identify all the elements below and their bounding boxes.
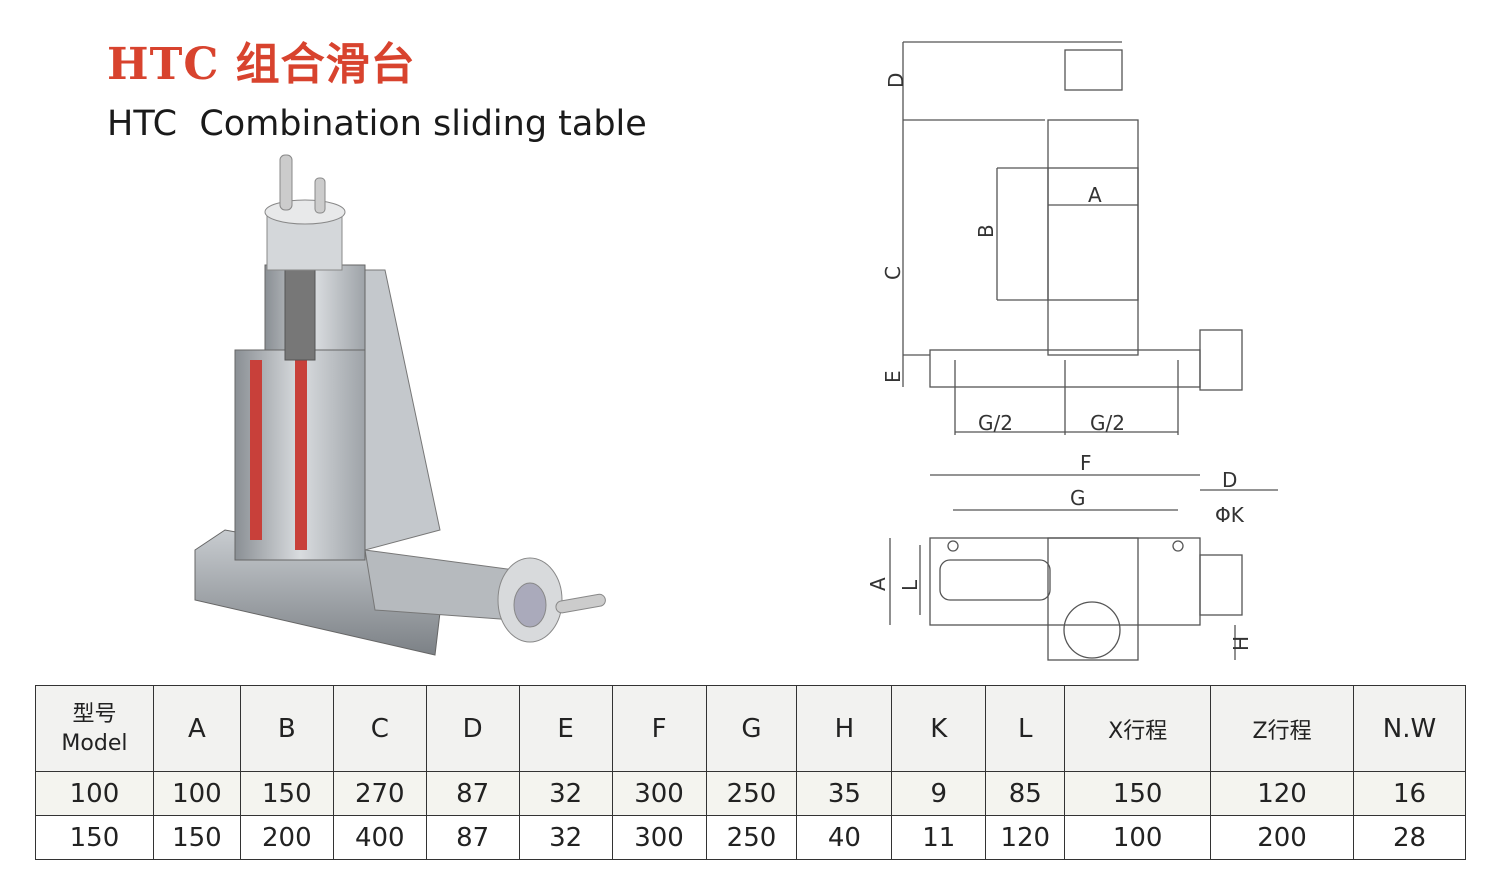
table-cell: 150 bbox=[239, 771, 334, 816]
product-photo bbox=[194, 154, 606, 656]
table-cell: 300 bbox=[611, 815, 707, 860]
dim-label-g-half-right: G/2 bbox=[1090, 411, 1125, 435]
page-title-english: HTC Combination sliding table bbox=[107, 104, 647, 144]
header-cell: L bbox=[985, 685, 1066, 772]
header-cell: G bbox=[705, 685, 798, 772]
header-model: 型号 Model bbox=[35, 685, 154, 772]
dim-label-E: E bbox=[881, 370, 905, 383]
table-cell: 35 bbox=[796, 771, 893, 816]
header-cell: K bbox=[891, 685, 987, 772]
header-model-cn: 型号 bbox=[72, 701, 117, 727]
technical-drawing: D C B A E G/2 G/2 F G D ΦK A L H bbox=[866, 41, 1278, 661]
dim-label-B: B bbox=[974, 224, 998, 238]
header-cell: F bbox=[611, 685, 707, 772]
table-cell: 100 bbox=[35, 771, 154, 816]
table-cell: 250 bbox=[705, 815, 798, 860]
header-cell: X行程 bbox=[1064, 685, 1212, 772]
table-cell: 32 bbox=[518, 771, 613, 816]
dim-label-D: D bbox=[884, 73, 908, 88]
table-cell: 85 bbox=[985, 771, 1066, 816]
header-cell: B bbox=[239, 685, 334, 772]
dim-label-H: H bbox=[1229, 636, 1253, 651]
table-cell: 150 bbox=[35, 815, 154, 860]
table-cell: 200 bbox=[1210, 815, 1354, 860]
header-cell: H bbox=[796, 685, 893, 772]
table-cell: 100 bbox=[152, 771, 241, 816]
table-cell: 150 bbox=[152, 815, 241, 860]
dim-label-D-top: D bbox=[1222, 468, 1237, 492]
table-cell: 40 bbox=[796, 815, 893, 860]
table-row: 100 100 150 270 87 32 300 250 35 9 85 15… bbox=[35, 771, 1467, 816]
table-cell: 11 bbox=[891, 815, 987, 860]
dim-label-g-half-left: G/2 bbox=[978, 411, 1013, 435]
table-row: 150 150 200 400 87 32 300 250 40 11 120 … bbox=[35, 815, 1467, 860]
header-cell: A bbox=[152, 685, 241, 772]
header-model-en: Model bbox=[61, 730, 128, 756]
table-cell: 87 bbox=[425, 815, 520, 860]
front-view: D C B A E G/2 G/2 bbox=[881, 41, 1243, 435]
dim-label-F: F bbox=[1080, 451, 1092, 475]
table-cell: 87 bbox=[425, 771, 520, 816]
table-cell: 120 bbox=[1210, 771, 1354, 816]
dim-label-A-top: A bbox=[866, 577, 890, 591]
table-cell: 400 bbox=[332, 815, 427, 860]
top-view: F G D ΦK A L H bbox=[866, 451, 1278, 661]
table-cell: 100 bbox=[1064, 815, 1212, 860]
table-cell: 300 bbox=[611, 771, 707, 816]
table-cell: 28 bbox=[1352, 815, 1467, 860]
table-cell: 250 bbox=[705, 771, 798, 816]
table-cell: 9 bbox=[891, 771, 987, 816]
dim-label-G: G bbox=[1070, 486, 1086, 510]
header-cell: C bbox=[332, 685, 427, 772]
header-cell: D bbox=[425, 685, 520, 772]
header-cell: E bbox=[518, 685, 613, 772]
dim-label-K: ΦK bbox=[1215, 503, 1245, 527]
table-cell: 32 bbox=[518, 815, 613, 860]
table-cell: 200 bbox=[239, 815, 334, 860]
dim-label-C: C bbox=[881, 266, 905, 280]
table-header-row: 型号 Model A B C D E F G H K L X行程 Z行程 N.W bbox=[35, 685, 1467, 772]
header-cell: Z行程 bbox=[1210, 685, 1354, 772]
table-cell: 16 bbox=[1352, 771, 1467, 816]
dim-label-L: L bbox=[898, 579, 922, 591]
table-cell: 120 bbox=[985, 815, 1066, 860]
page-title-chinese: HTC 组合滑台 bbox=[107, 39, 416, 90]
dim-label-A: A bbox=[1088, 183, 1102, 207]
header-cell: N.W bbox=[1352, 685, 1467, 772]
table-cell: 270 bbox=[332, 771, 427, 816]
table-cell: 150 bbox=[1064, 771, 1212, 816]
